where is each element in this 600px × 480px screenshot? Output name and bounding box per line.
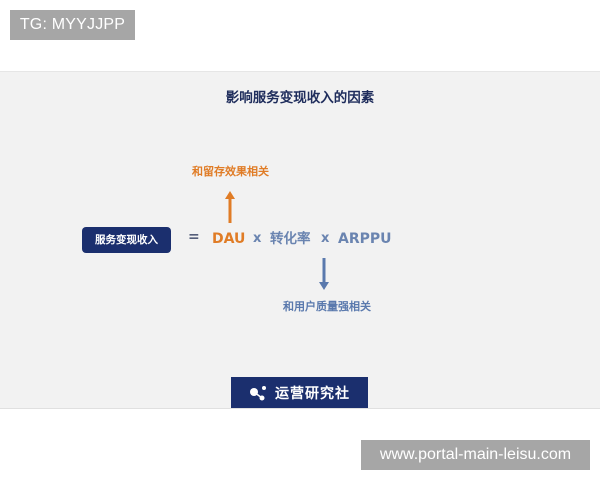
equals-sign: = (188, 229, 200, 245)
diagram-slide: 影响服务变现收入的因素 和留存效果相关 服务变现收入 = DAU x 转化率 x… (0, 71, 600, 409)
watermark-tg-badge: TG: MYYJJPP (10, 10, 135, 40)
arrow-up-icon (225, 191, 235, 223)
term-conversion-rate: 转化率 (270, 231, 311, 247)
multiply-operator: x (253, 231, 262, 246)
brand-name: 运营研究社 (275, 385, 350, 402)
share-nodes-icon (250, 385, 266, 400)
user-quality-annotation: 和用户质量强相关 (283, 300, 371, 313)
term-dau: DAU (212, 231, 246, 247)
retention-annotation: 和留存效果相关 (192, 165, 269, 178)
watermark-url-badge: www.portal-main-leisu.com (361, 440, 590, 470)
slide-title: 影响服务变现收入的因素 (225, 90, 375, 106)
arrow-down-icon (319, 258, 329, 290)
brand-logo: 运营研究社 (231, 377, 368, 408)
service-revenue-box: 服务变现收入 (82, 227, 171, 253)
term-arppu: ARPPU (338, 231, 392, 247)
multiply-operator: x (321, 231, 330, 246)
